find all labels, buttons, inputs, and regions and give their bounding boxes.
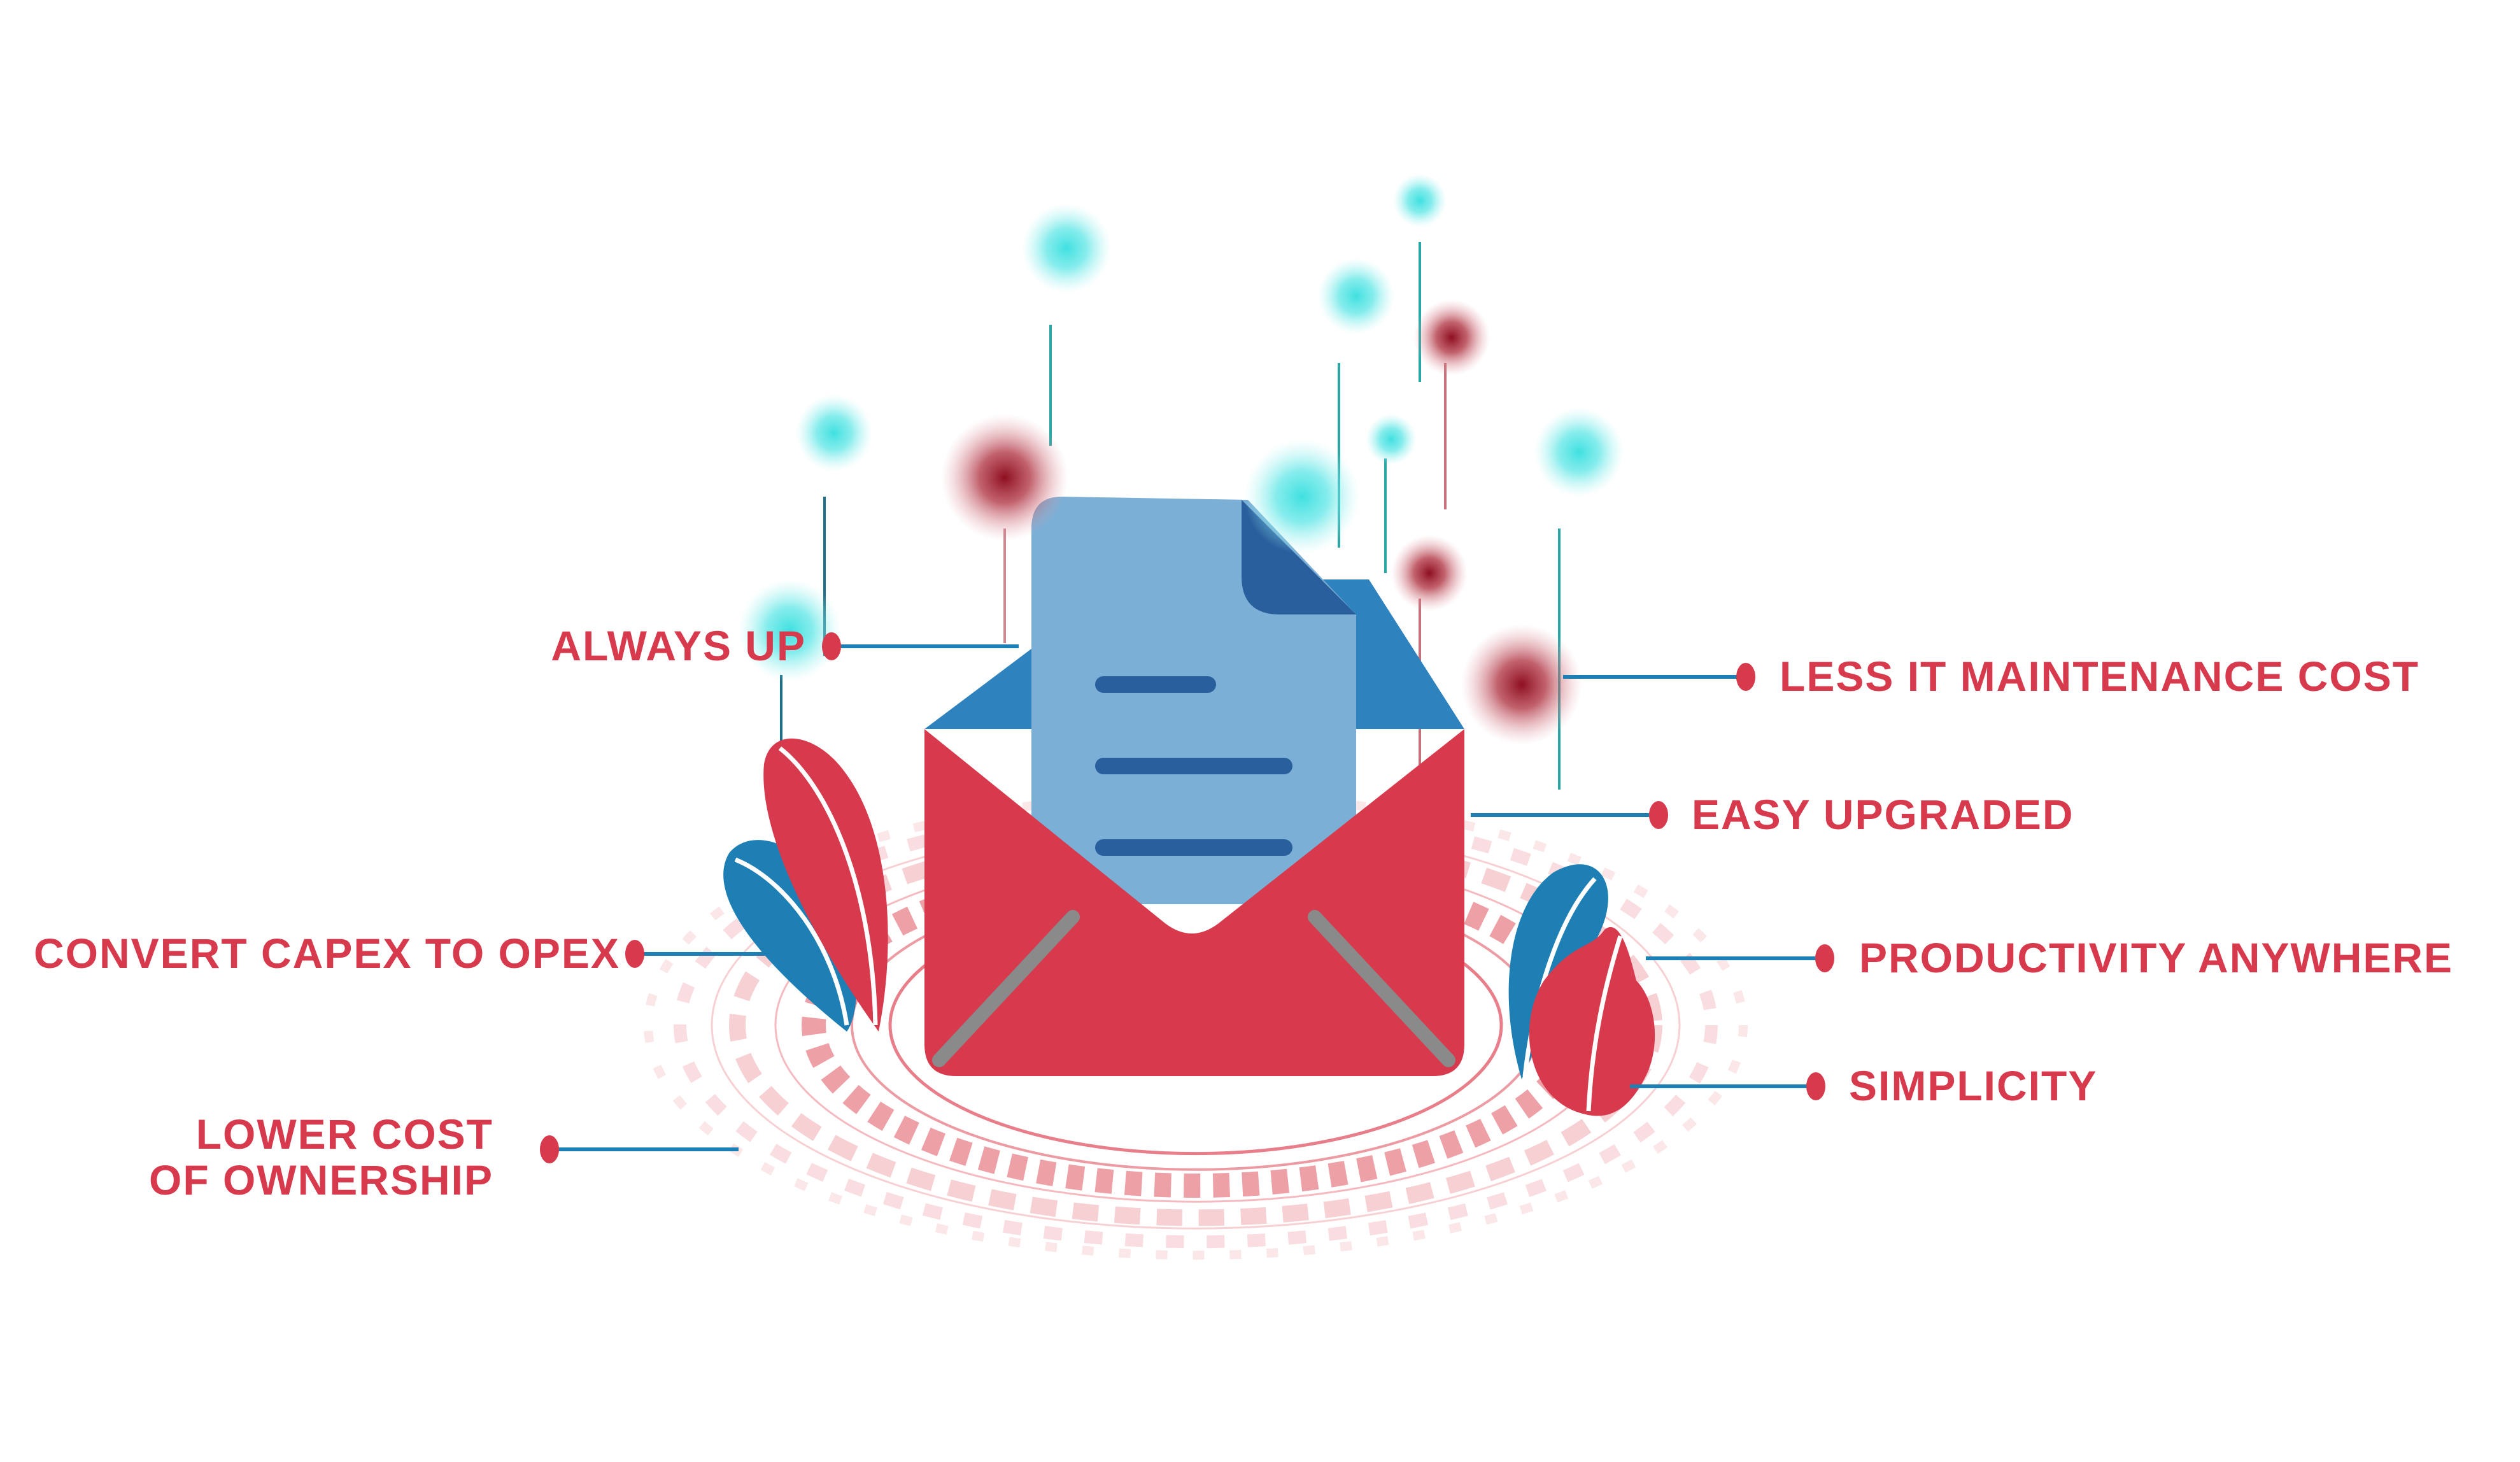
label-lower-cost-line1: LOWER COST	[195, 1111, 493, 1158]
connector-dots	[540, 632, 1834, 1163]
label-simplicity: SIMPLICITY	[1849, 1062, 2098, 1109]
label-easy-upgraded: EASY UPGRADED	[1692, 791, 2074, 838]
label-lower-cost: LOWER COST OF OWNERSHIP	[149, 1111, 493, 1203]
leaf-icon-right	[1508, 864, 1655, 1116]
label-less-it: LESS IT MAINTENANCE COST	[1780, 653, 2420, 700]
ring-ticks	[644, 790, 1748, 1260]
open-envelope-icon	[924, 497, 1464, 1076]
label-lower-cost-line2: OF OWNERSHIP	[148, 1156, 493, 1203]
dot-convert-capex	[625, 940, 644, 968]
dot-productivity	[1815, 944, 1834, 972]
dot-always-up	[822, 632, 841, 660]
glow-particles	[739, 174, 1624, 745]
label-convert-capex: CONVERT CAPEX TO OPEX	[34, 930, 620, 977]
leaf-icon-left	[723, 738, 888, 1032]
dot-lower-cost	[540, 1135, 559, 1163]
dot-simplicity	[1806, 1072, 1825, 1100]
label-productivity: PRODUCTIVITY ANYWHERE	[1859, 934, 2454, 981]
document-icon	[1031, 497, 1356, 904]
dot-less-it	[1736, 663, 1755, 691]
connector-lines	[554, 644, 1821, 1151]
dot-easy-upgraded	[1649, 801, 1668, 829]
label-always-up: ALWAYS UP	[551, 622, 806, 669]
